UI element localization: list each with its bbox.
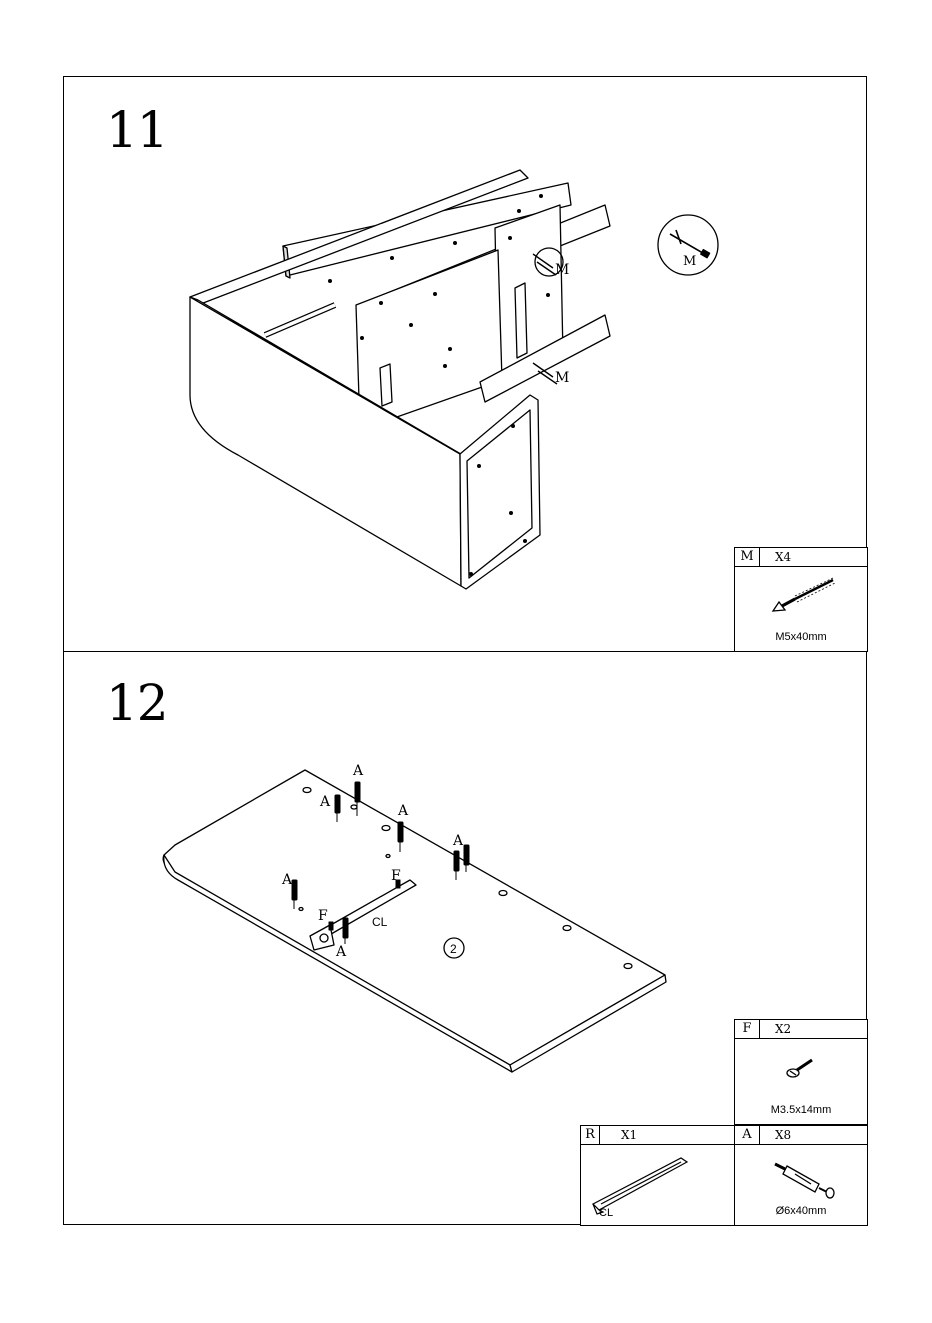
cam-dowel [398,822,403,842]
label-CL: CL [372,915,388,929]
panel-number: 2 [450,942,457,956]
part-id: F [735,1020,760,1038]
part-spec: Ø6x40mm [735,1205,867,1217]
cam-dowel [343,918,348,938]
part-header: F X2 [735,1020,867,1039]
part-box-A: A X8 Ø6x40mm [734,1125,868,1226]
rail-screw [329,922,333,930]
part-quantity: X2 [775,1020,791,1038]
cam-dowel [292,880,297,900]
label-A: A [335,944,347,960]
part-spec: CL [599,1207,734,1219]
part-quantity: X8 [775,1126,791,1144]
label-A: A [397,803,409,819]
part-id: R [581,1126,600,1144]
cam-dowel [355,782,360,802]
label-F: F [391,868,401,884]
cam-dowel [335,795,340,813]
cam-dowel-icon [735,1144,869,1208]
cam-dowel [454,851,459,871]
label-F: F [318,908,328,924]
label-A: A [281,872,293,888]
part-spec: M3.5x14mm [735,1104,867,1116]
part-box-R: R X1 CL [580,1125,735,1226]
part-quantity: X1 [621,1126,637,1144]
part-header: R X1 [581,1126,734,1145]
part-box-F: F X2 M3.5x14mm [734,1019,868,1125]
short-screw-icon [735,1038,869,1098]
part-header: A X8 [735,1126,867,1145]
part-id: A [735,1126,760,1144]
label-A: A [352,763,364,779]
label-A: A [452,833,464,849]
label-A: A [319,794,331,810]
cam-dowel [464,845,469,865]
